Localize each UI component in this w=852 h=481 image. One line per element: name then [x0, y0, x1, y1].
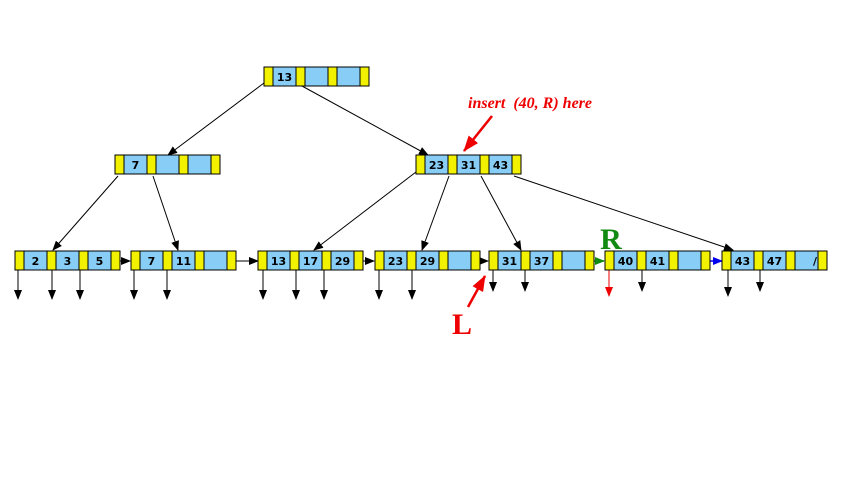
null-pointer-mark: /: [813, 255, 818, 268]
key-cell: [561, 250, 586, 271]
insert-annotation: insert (40, R) here: [468, 95, 592, 112]
edge-right-to-leaf-7: [513, 175, 734, 251]
key-value: 2: [32, 255, 40, 268]
pointer-cell: [110, 250, 121, 271]
leaf-node-l: 31 37: [488, 250, 595, 271]
pointer-cell: [470, 250, 481, 271]
pointer-cell: [479, 154, 490, 175]
pointer-cell: [263, 66, 274, 87]
pointer-cell: [46, 250, 57, 271]
key-cell: [336, 66, 361, 87]
pointer-cell: [146, 154, 157, 175]
key-cell: [155, 154, 180, 175]
key-cell: [203, 250, 228, 271]
edge-right-to-leaf-5: [480, 175, 522, 251]
pointer-cell: [210, 154, 221, 175]
pointer-cell: [321, 250, 332, 271]
key-value: 47: [767, 255, 782, 268]
pointer-cell: [721, 250, 732, 271]
key-value: 11: [176, 255, 191, 268]
key-value: 29: [420, 255, 435, 268]
pointer-cell: [178, 154, 189, 175]
label-l: L: [452, 308, 472, 341]
edge-root-to-right: [301, 85, 429, 156]
label-l-arrow: [466, 275, 487, 308]
leaf-node-r: 40 41: [604, 250, 711, 271]
record-pointers: [14, 270, 764, 300]
pointer-cell: [257, 250, 268, 271]
pointer-cell: [327, 66, 338, 87]
label-r: R: [600, 223, 622, 256]
pointer-cell: [289, 250, 300, 271]
key-value: 29: [335, 255, 350, 268]
pointer-cell: [488, 250, 499, 271]
edge-root-to-left: [167, 82, 265, 156]
key-value: 13: [271, 255, 286, 268]
pointer-cell: [415, 154, 426, 175]
key-value: 31: [502, 255, 517, 268]
pointer-cell: [511, 154, 522, 175]
pointer-cell: [14, 250, 25, 271]
key-value: 23: [388, 255, 403, 268]
leaf-node: 2 3 5: [14, 250, 121, 271]
pointer-cell: [295, 66, 306, 87]
pointer-cell: [353, 250, 364, 271]
key-cell: [677, 250, 702, 271]
pointer-cell: [785, 250, 796, 271]
key-value: 43: [735, 255, 750, 268]
pointer-cell: [520, 250, 531, 271]
pointer-cell: [636, 250, 647, 271]
key-value: 43: [493, 159, 508, 172]
tree-edges: [52, 82, 734, 251]
key-value: 40: [618, 255, 634, 268]
key-value: 17: [303, 255, 318, 268]
key-value: 41: [650, 255, 665, 268]
edge-right-to-leaf-4: [421, 175, 450, 251]
key-cell: [187, 154, 212, 175]
pointer-cell: [817, 250, 828, 271]
leaf-node: 7 11: [130, 250, 237, 271]
pointer-cell: [78, 250, 89, 271]
pointer-cell: [552, 250, 563, 271]
leaf-node: 23 29: [374, 250, 481, 271]
pointer-cell: [584, 250, 595, 271]
key-value: 37: [534, 255, 549, 268]
key-value: 13: [277, 71, 292, 84]
key-cell: [304, 66, 329, 87]
pointer-cell: [438, 250, 449, 271]
insert-annotation-arrow: [463, 115, 493, 152]
pointer-cell: [668, 250, 679, 271]
pointer-cell: [700, 250, 711, 271]
key-value: 31: [461, 159, 476, 172]
leaf-node: 13 17 29: [257, 250, 364, 271]
edge-right-to-leaf-3: [313, 171, 417, 251]
pointer-cell: [162, 250, 173, 271]
internal-node-right: 23 31 43: [415, 154, 522, 175]
pointer-cell: [130, 250, 141, 271]
leaf-node: 43 47: [721, 250, 828, 271]
internal-node-left: 7: [114, 154, 221, 175]
pointer-cell: [374, 250, 385, 271]
pointer-cell: [114, 154, 125, 175]
key-value: 23: [429, 159, 444, 172]
key-value: 3: [64, 255, 72, 268]
key-value: 5: [96, 255, 104, 268]
pointer-cell: [753, 250, 764, 271]
pointer-cell: [359, 66, 370, 87]
pointer-cell: [194, 250, 205, 271]
pointer-cell: [226, 250, 237, 271]
edge-left-to-leaf-1: [52, 175, 119, 251]
key-value: 7: [148, 255, 156, 268]
pointer-cell: [447, 154, 458, 175]
key-value: 7: [132, 159, 140, 172]
key-cell: [447, 250, 472, 271]
edge-left-to-leaf-2: [152, 175, 179, 251]
pointer-cell: [406, 250, 417, 271]
root-node: 13: [263, 66, 370, 87]
